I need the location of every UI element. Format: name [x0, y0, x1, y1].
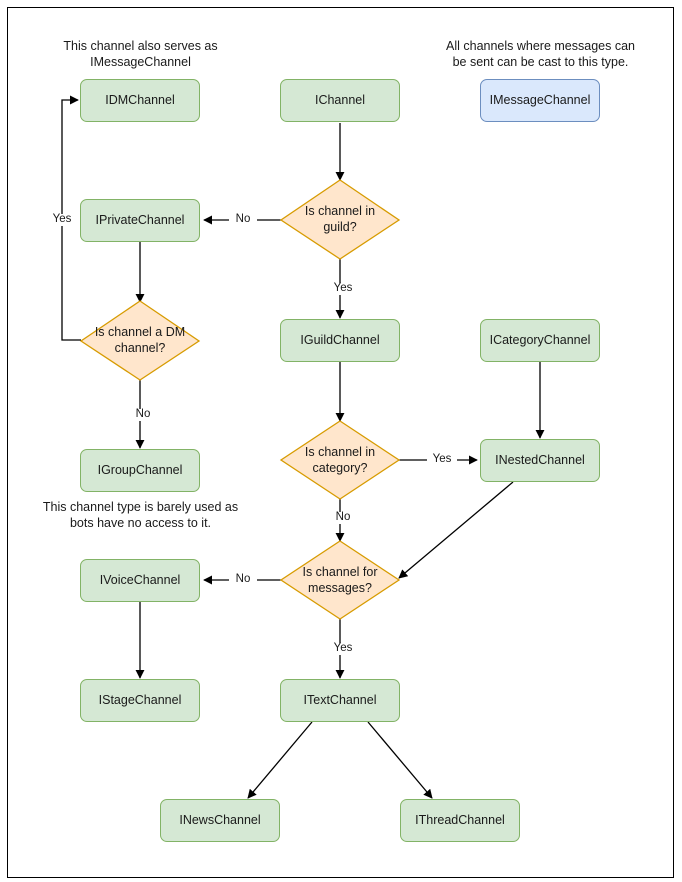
node-ivoicechannel[interactable]: IVoiceChannel [80, 559, 200, 602]
node-ichannel[interactable]: IChannel [280, 79, 400, 122]
node-igroupchannel-label: IGroupChannel [97, 462, 183, 477]
node-iguildchannel-label: IGuildChannel [300, 332, 380, 347]
edge-label-category-no: No [330, 511, 356, 524]
node-ivoicechannel-label: IVoiceChannel [99, 572, 181, 587]
node-itextchannel-label: ITextChannel [303, 692, 377, 707]
node-inestedchannel[interactable]: INestedChannel [480, 439, 600, 482]
node-iguildchannel[interactable]: IGuildChannel [280, 319, 400, 362]
node-decision-messages-label: Is channel for messages? [302, 564, 378, 595]
node-ithreadchannel-label: IThreadChannel [415, 812, 505, 827]
node-idmchannel-label: IDMChannel [105, 92, 175, 107]
node-decision-category-label: Is channel in category? [304, 444, 376, 475]
node-decision-guild-label: Is channel in guild? [304, 203, 376, 234]
node-iprivatechannel-label: IPrivateChannel [95, 212, 185, 227]
edge-label-category-yes: Yes [427, 453, 457, 466]
edge-label-guild-yes: Yes [328, 282, 358, 295]
note-message-channel: All channels where messages can be sent … [446, 39, 635, 70]
node-decision-messages[interactable]: Is channel for messages? [281, 541, 399, 620]
edge-label-messages-yes: Yes [328, 642, 358, 655]
node-ithreadchannel[interactable]: IThreadChannel [400, 799, 520, 842]
node-icategorychannel-label: ICategoryChannel [489, 332, 591, 347]
node-inewschannel-label: INewsChannel [179, 812, 261, 827]
node-imessagechannel-label: IMessageChannel [489, 92, 591, 107]
node-decision-category[interactable]: Is channel in category? [281, 421, 399, 500]
note-group-channel: This channel type is barely used as bots… [42, 500, 239, 531]
node-inestedchannel-label: INestedChannel [495, 452, 585, 467]
node-decision-dm[interactable]: Is channel a DM channel? [81, 301, 199, 380]
node-igroupchannel[interactable]: IGroupChannel [80, 449, 200, 492]
node-iprivatechannel[interactable]: IPrivateChannel [80, 199, 200, 242]
node-istagechannel-label: IStageChannel [98, 692, 182, 707]
edge-label-messages-no: No [229, 573, 257, 586]
node-decision-guild[interactable]: Is channel in guild? [281, 180, 399, 259]
edge-label-guild-no: No [229, 213, 257, 226]
node-istagechannel[interactable]: IStageChannel [80, 679, 200, 722]
node-decision-dm-label: Is channel a DM channel? [94, 324, 186, 355]
node-icategorychannel[interactable]: ICategoryChannel [480, 319, 600, 362]
note-dm-channel: This channel also serves as IMessageChan… [63, 39, 218, 70]
node-ichannel-label: IChannel [314, 92, 366, 107]
node-imessagechannel[interactable]: IMessageChannel [480, 79, 600, 122]
node-idmchannel[interactable]: IDMChannel [80, 79, 200, 122]
node-itextchannel[interactable]: ITextChannel [280, 679, 400, 722]
node-inewschannel[interactable]: INewsChannel [160, 799, 280, 842]
edge-label-dm-no: No [130, 408, 156, 421]
edge-label-dm-yes: Yes [46, 213, 78, 226]
